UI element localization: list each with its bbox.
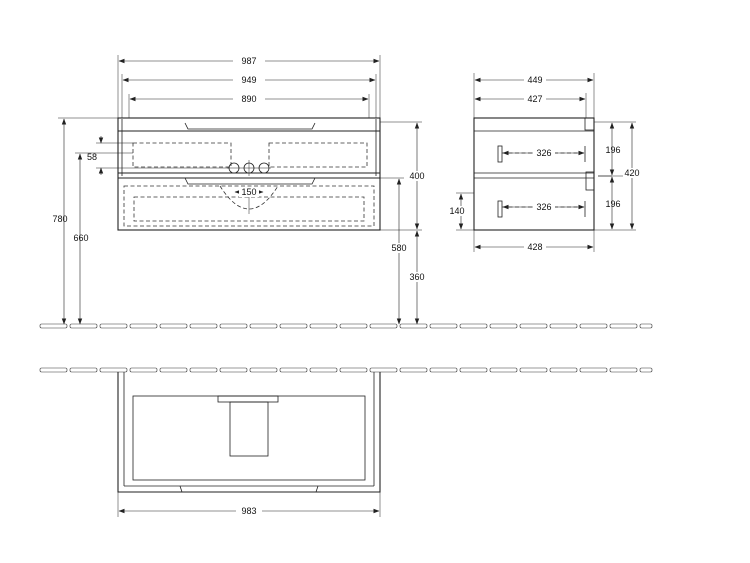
floor-segment [579, 367, 608, 373]
dim-inner-depth: 427 [527, 94, 542, 104]
floor-segment [399, 367, 428, 373]
floor-segment [489, 367, 518, 373]
dim-drawer-depth-bottom: 326 [536, 202, 551, 212]
dim-overall-width: 987 [241, 56, 256, 66]
floor-segment [459, 367, 488, 373]
floor-segment [639, 367, 653, 373]
floor-segment [519, 323, 548, 329]
front-hidden-compartment-left [132, 142, 232, 168]
side-top-edge [584, 117, 595, 131]
front-dimensions: 987 949 890 58 780 660 150 [52, 55, 426, 325]
floor-segment [279, 367, 308, 373]
dim-tap-spacing: 150 [241, 187, 256, 197]
floor-segment [549, 323, 578, 329]
dim-side-offset: 140 [449, 206, 464, 216]
floor-segment [399, 323, 428, 329]
front-cabinet-outline [117, 117, 381, 231]
dim-overall-depth: 449 [527, 75, 542, 85]
top-view [117, 372, 381, 493]
tap-fittings [227, 160, 271, 176]
top-siphon-rail [217, 395, 279, 403]
floor-segment [549, 367, 578, 373]
floor-segment [369, 323, 398, 329]
floor-segment [429, 323, 458, 329]
dim-counter-height: 660 [73, 233, 88, 243]
floor-segment [369, 367, 398, 373]
front-siphon-cutout [219, 185, 279, 210]
floor-segment [459, 323, 488, 329]
dim-bottom-width: 983 [241, 506, 256, 516]
front-hidden-compartment-right [268, 142, 368, 168]
front-basin-rim [184, 122, 316, 130]
floor-segment [39, 367, 68, 373]
dim-upper-height: 196 [605, 145, 620, 155]
floor-segment [219, 367, 248, 373]
top-siphon-housing [229, 401, 269, 457]
top-handle [179, 485, 319, 493]
floor-segment [99, 323, 128, 329]
floor-segment [129, 323, 158, 329]
floor-segment [609, 323, 638, 329]
floor-segment [189, 367, 218, 373]
floor-segment [69, 367, 98, 373]
floor-segment [309, 323, 338, 329]
dim-top-offset: 58 [87, 152, 97, 162]
top-cabinet-outline [117, 372, 381, 493]
front-drawer-inner [133, 196, 365, 222]
floor-segment [609, 367, 638, 373]
front-drawer-hidden-outline [123, 185, 375, 227]
floor-segment [429, 367, 458, 373]
front-view [117, 117, 381, 231]
top-dimensions: 983 [117, 492, 381, 517]
floor-line-upper [39, 323, 653, 329]
dim-drawer-depth-top: 326 [536, 148, 551, 158]
front-drawer-handle [184, 177, 316, 185]
floor-segment [279, 323, 308, 329]
floor-segment [309, 367, 338, 373]
floor-segment [489, 323, 518, 329]
floor-segment [519, 367, 548, 373]
floor-segment [189, 323, 218, 329]
dim-lower-height: 196 [605, 199, 620, 209]
dim-cabinet-height: 400 [409, 171, 424, 181]
side-handle-profile [585, 171, 595, 191]
top-drawer-box [132, 395, 366, 481]
dim-floor-clearance: 360 [409, 272, 424, 282]
floor-segment [249, 367, 278, 373]
dim-floor-to-top: 580 [391, 243, 406, 253]
floor-segment [639, 323, 653, 329]
dim-inner-width: 949 [241, 75, 256, 85]
floor-segment [99, 367, 128, 373]
floor-segment [339, 323, 368, 329]
floor-segment [219, 323, 248, 329]
dim-drawer-width: 890 [241, 94, 256, 104]
floor-line-lower [39, 367, 653, 373]
floor-segment [579, 323, 608, 329]
floor-segment [249, 323, 278, 329]
floor-segment [69, 323, 98, 329]
dim-base-depth: 428 [527, 242, 542, 252]
dim-total-height: 420 [624, 168, 639, 178]
floor-segment [129, 367, 158, 373]
side-cabinet-outline [473, 117, 595, 231]
floor-segment [159, 367, 188, 373]
dim-overall-height: 780 [52, 214, 67, 224]
side-view [473, 117, 612, 231]
floor-segment [339, 367, 368, 373]
floor-segment [159, 323, 188, 329]
side-dimensions: 449 427 326 326 428 196 196 420 [448, 73, 641, 252]
floor-segment [39, 323, 68, 329]
